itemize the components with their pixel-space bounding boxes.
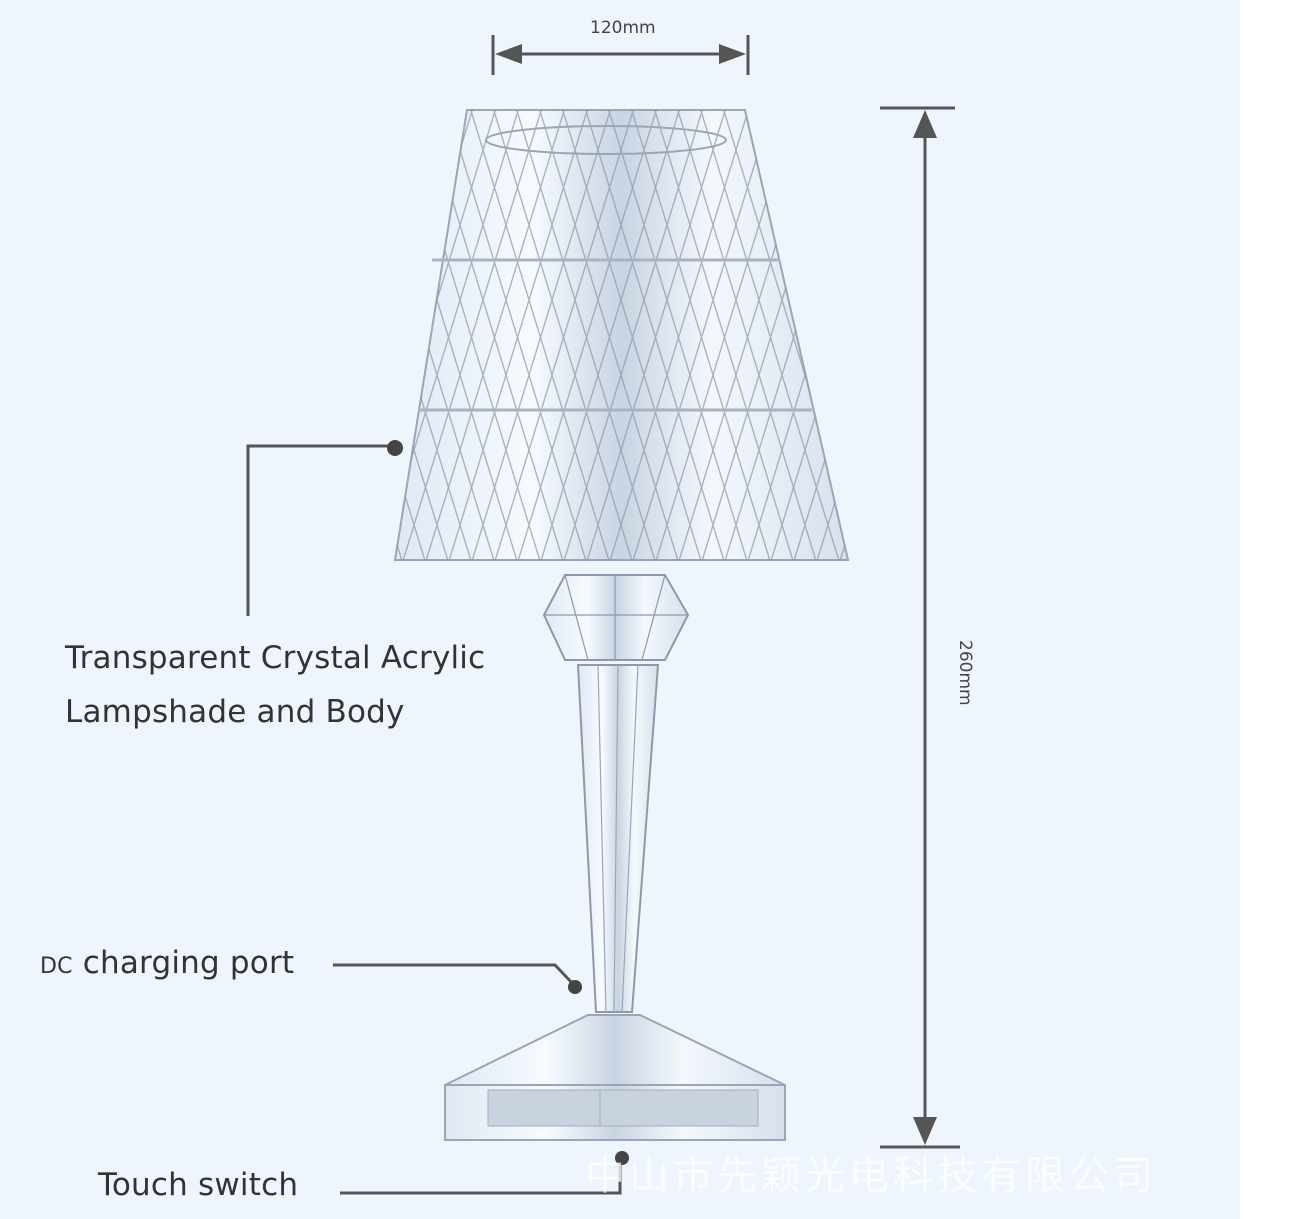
lamp-neck	[542, 574, 690, 661]
lamp-stem	[576, 664, 660, 1013]
height-label: 260mm	[955, 640, 975, 706]
width-label: 120mm	[590, 18, 656, 38]
dc-prefix: DC	[40, 954, 73, 979]
lampshade-label-line2: Lampshade and Body	[65, 694, 405, 730]
width-dimension	[491, 35, 750, 75]
dc-port-text: charging port	[82, 945, 295, 981]
touch-switch-label: Touch switch	[98, 1167, 299, 1203]
lampshade-leader	[246, 440, 403, 616]
height-dimension	[880, 106, 960, 1149]
dc-port-label: DC charging port	[40, 945, 294, 981]
watermark: 中山市先颖光电科技有限公司	[585, 1153, 1157, 1199]
lampshade	[393, 109, 850, 561]
dc-port-leader	[333, 963, 582, 994]
lampshade-label-line1: Transparent Crystal Acrylic	[65, 640, 486, 676]
touch-switch-leader	[340, 1151, 629, 1195]
lamp-base	[444, 1014, 786, 1141]
